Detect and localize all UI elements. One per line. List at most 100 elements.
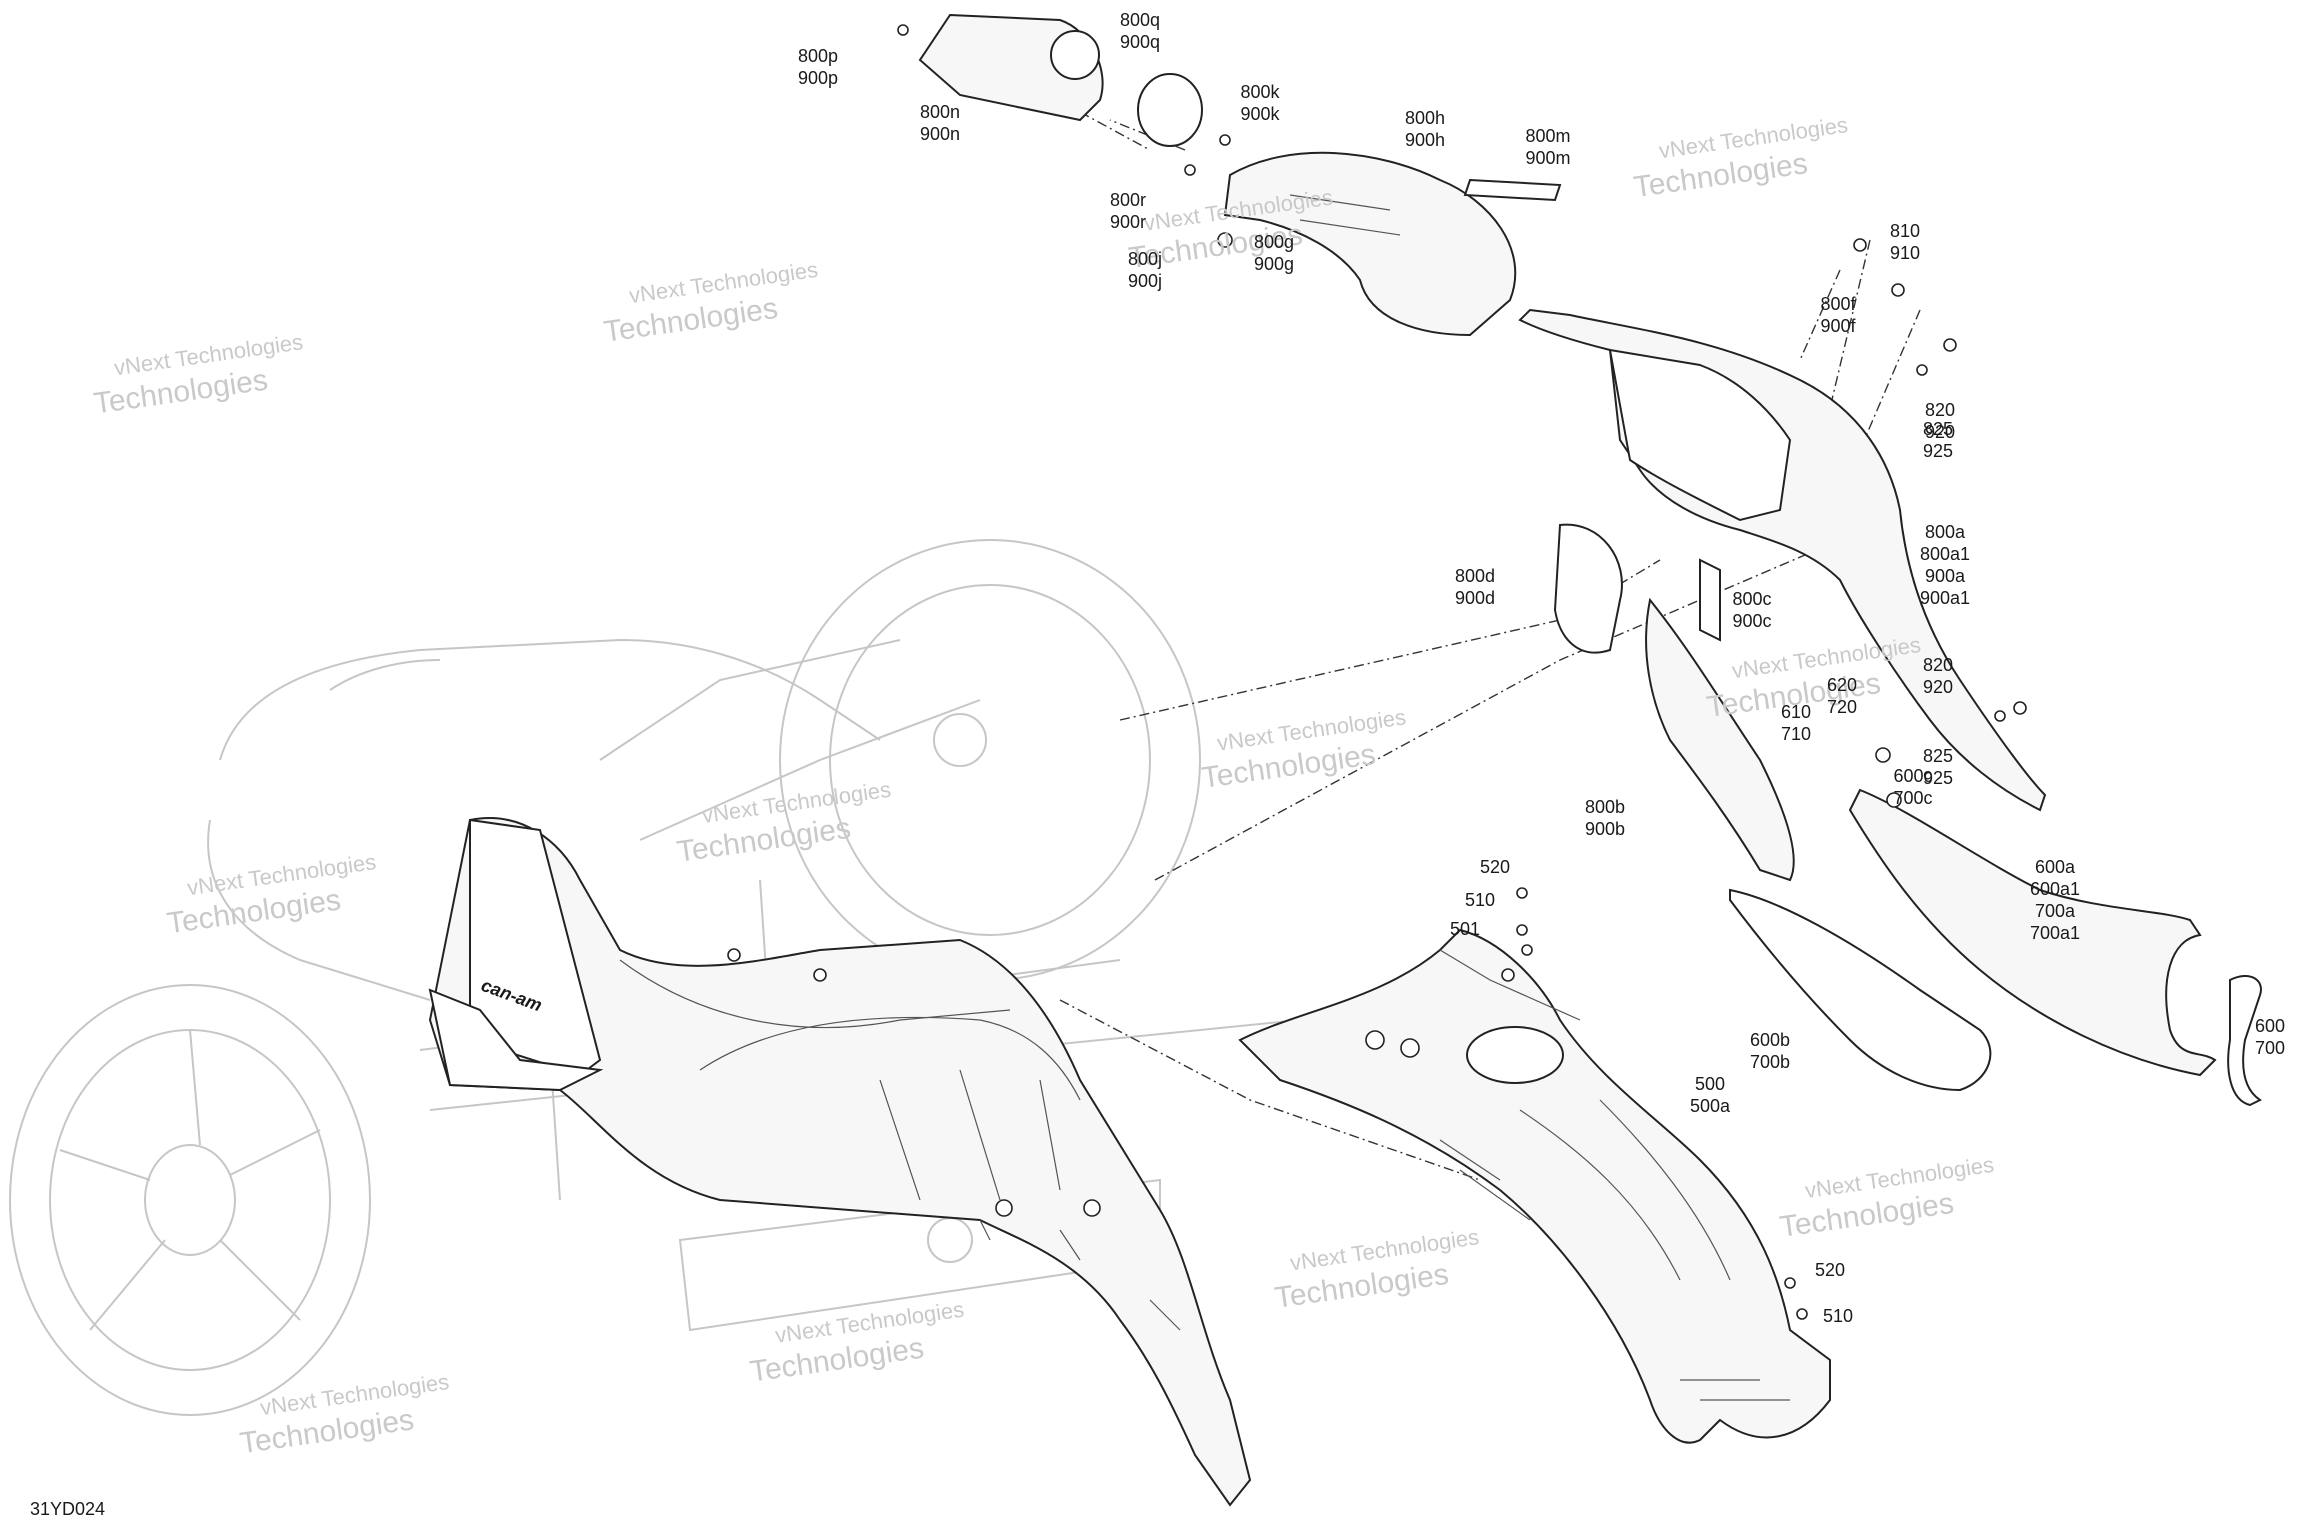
- ghost-rear-wheel-inner: [829, 584, 1151, 936]
- callout-line: 510: [1465, 890, 1495, 910]
- ghost-front-wheel: [9, 984, 371, 1416]
- fastener-810: [1853, 238, 1867, 252]
- panel-800d: [1553, 523, 1623, 654]
- callout-line: 520: [1815, 1260, 1845, 1280]
- callout-line: 600b: [1750, 1030, 1790, 1050]
- headlight-bezel: [1050, 30, 1100, 80]
- upper-cowl-800h: [1223, 151, 1517, 337]
- tunnel-fastener-1: [1365, 1030, 1385, 1050]
- callout-line: 600a: [2035, 857, 2076, 877]
- ghost-lower-body: [207, 819, 431, 1001]
- callout-line: 800j: [1128, 249, 1162, 269]
- nut-800j: [1217, 232, 1233, 248]
- callout-line: 520: [1480, 857, 1510, 877]
- top-small-parts: [897, 13, 1233, 248]
- callout-line: 800g: [1254, 232, 1294, 252]
- ghost-tank-cap: [933, 713, 987, 767]
- upper-panels: [1223, 151, 2047, 882]
- leader-line-long: [1154, 539, 1841, 881]
- callout-line: 700: [2255, 1038, 2285, 1058]
- callout-line: 500: [1695, 1074, 1725, 1094]
- callout-line: 600a1: [2030, 879, 2080, 899]
- leader-line-800f: [1799, 269, 1841, 361]
- callout-line: 710: [1781, 724, 1811, 744]
- fastener-820b: [2013, 701, 2027, 715]
- leader-line-800q: [1079, 111, 1151, 151]
- fairing-crease-2: [699, 1016, 1081, 1101]
- watermark-text-large: Technologies: [602, 292, 780, 349]
- grommet-501: [1521, 944, 1533, 956]
- ghost-front-wheel-hub: [144, 1144, 236, 1256]
- callout-line: 800p: [798, 46, 838, 66]
- callout-line: 910: [1890, 243, 1920, 263]
- washer-825a: [1916, 364, 1928, 376]
- fastener-620: [1875, 747, 1891, 763]
- fairing-hole-4: [813, 968, 827, 982]
- leader-lines: [1059, 111, 1921, 1181]
- fairing-crease-1: [619, 959, 1011, 1029]
- callout-line: 820: [1923, 655, 1953, 675]
- callout-line: 800b: [1585, 797, 1625, 817]
- tank-opening: [1466, 1026, 1564, 1084]
- callout-line: 800f: [1820, 294, 1856, 314]
- emblem-800m: [1463, 178, 1562, 202]
- callout-line: 920: [1923, 677, 1953, 697]
- tunnel-fastener-3: [1501, 968, 1515, 982]
- washer-510b: [1796, 1308, 1808, 1320]
- screw-520a: [1516, 887, 1528, 899]
- callout-line: 900j: [1128, 271, 1162, 291]
- callout-line: 900n: [920, 124, 960, 144]
- callout-line: 825: [1923, 419, 1953, 439]
- panel-800a-inner: [1608, 348, 1792, 522]
- panel-600b: [1729, 888, 1992, 1092]
- callout-line: 925: [1923, 768, 1953, 788]
- screw-520b: [1784, 1277, 1796, 1289]
- front-fairing-cap: [469, 818, 602, 1077]
- ghost-pivot: [927, 1217, 973, 1263]
- callout-line: 900a1: [1920, 588, 1970, 608]
- callout-line: 500a: [1690, 1096, 1731, 1116]
- fairing-panel-lines: [879, 1069, 1061, 1201]
- callout-line: 700b: [1750, 1052, 1790, 1072]
- fairing-hole-3: [727, 948, 741, 962]
- center-tunnel-outline: [1238, 928, 1831, 1444]
- ghost-fairing-edge: [329, 659, 441, 691]
- fasteners: [1516, 238, 2027, 1320]
- washer-825b: [1994, 710, 2006, 722]
- ghost-front-wheel-spokes: [59, 1029, 321, 1331]
- callout-line: 900a: [1925, 566, 1966, 586]
- panel-800b: [1645, 597, 1795, 882]
- callout-line: 620: [1827, 675, 1857, 695]
- callout-line: 800h: [1405, 108, 1445, 128]
- callout-line: 800a1: [1920, 544, 1970, 564]
- callout-line: 800c: [1732, 589, 1771, 609]
- side-fairing-part: can-am: [428, 817, 1252, 1507]
- leader-line-820: [1829, 309, 1921, 521]
- callout-line: 800n: [920, 102, 960, 122]
- tunnel-ribs: [1439, 1139, 1790, 1401]
- callout-line: 900b: [1585, 819, 1625, 839]
- panel-600a: [1848, 788, 2217, 1077]
- leader-line-810: [1819, 239, 1871, 451]
- callout-510b: 510: [1823, 1306, 1853, 1326]
- ghost-rear-wheel: [779, 539, 1201, 981]
- callout-line: 900m: [1525, 148, 1570, 168]
- tunnel-fastener-2: [1400, 1038, 1420, 1058]
